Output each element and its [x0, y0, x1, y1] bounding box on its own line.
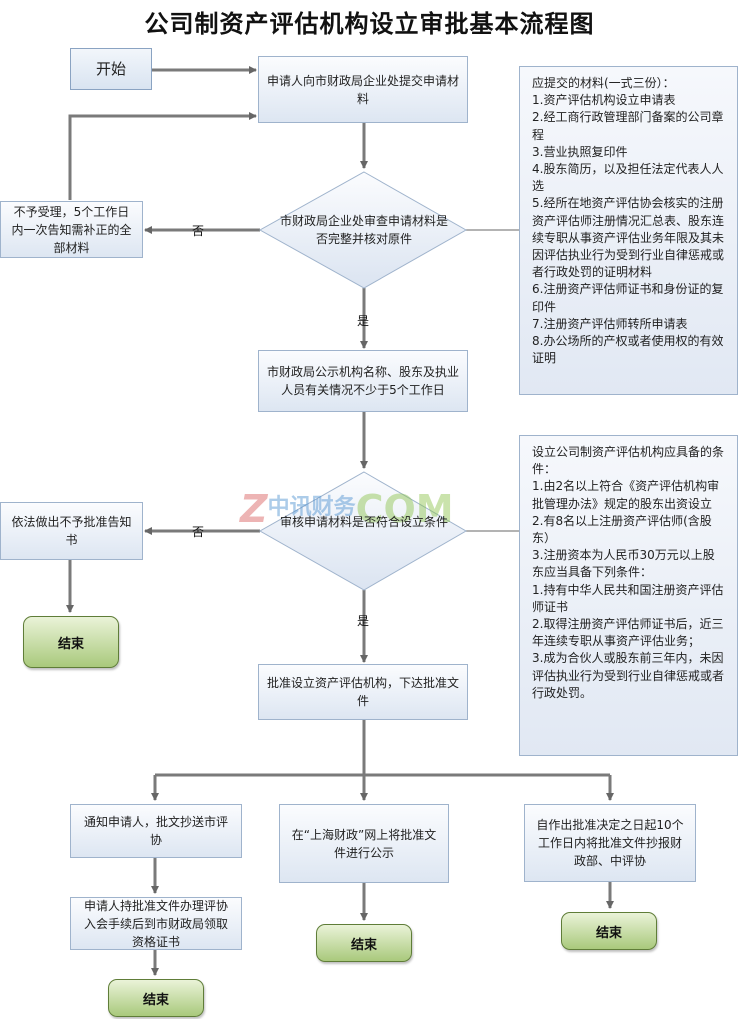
check-materials-label: 市财政局企业处审查申请材料是否完整并核对原件 [279, 214, 448, 246]
notify-label: 通知申请人，批文抄送市评协 [83, 815, 228, 847]
end-label-publish: 结束 [350, 937, 377, 953]
decision-diamond-conditions [258, 471, 467, 591]
watermark-brand: 中讯财务 [267, 495, 356, 520]
watermark-suffix: COM [355, 487, 454, 531]
edge-label-yes-1: 是 [357, 314, 370, 328]
page-title: 公司制资产评估机构设立审批基本流程图 [144, 10, 595, 38]
end-node-certificate: 结束 [108, 979, 204, 1017]
watermark-letter: Z [240, 487, 268, 531]
end-node-publish: 结束 [316, 924, 412, 962]
submit-application-label: 申请人向市财政局企业处提交申请材料 [267, 73, 460, 106]
publicize-node: 市财政局公示机构名称、股东及执业人员有关情况不少于5个工作日 [258, 350, 468, 412]
approve-node: 批准设立资产评估机构，下达批准文件 [258, 664, 468, 720]
edge-label-yes-2: 是 [357, 614, 370, 628]
conditions-note-line: 2.有8名以上注册资产评估师(含股东） [532, 513, 712, 546]
report-node: 自作出批准决定之日起10个工作日内将批准文件抄报财政部、中评协 [524, 804, 696, 882]
decision-diamond-materials [258, 171, 468, 289]
submit-application-node: 申请人向市财政局企业处提交申请材料 [258, 56, 468, 123]
materials-note-line: 应提交的材料(一式三份）： [532, 76, 675, 90]
reject-decision-label: 依法做出不予批准告知书 [11, 515, 132, 547]
materials-note-line: 5.经所在地资产评估协会核实的注册资产评估师注册情况汇总表、股东连续专职从事资产… [532, 196, 725, 280]
end-label-certificate: 结束 [142, 992, 169, 1008]
conditions-note-line: 1.由2名以上符合《资产评估机构审批管理办法》规定的股东出资设立 [532, 479, 720, 511]
start-label: 开始 [95, 60, 126, 78]
edge-reject-resubmit [68, 112, 257, 200]
publicize-label: 市财政局公示机构名称、股东及执业人员有关情况不少于5个工作日 [267, 365, 460, 397]
conditions-note: 设立公司制资产评估机构应具备的条件： 1.由2名以上符合《资产评估机构审批管理办… [519, 435, 738, 756]
report-label: 自作出批准决定之日起10个工作日内将批准文件抄报财政部、中评协 [536, 818, 684, 868]
materials-note-line: 3.营业执照复印件 [532, 144, 628, 159]
end-label-reject: 结束 [57, 636, 84, 652]
materials-note-line: 6.注册资产评估师证书和身份证的复印件 [532, 282, 724, 314]
watermark: Z中讯财务COM [240, 487, 454, 531]
edge-label-no-2: 否 [192, 525, 205, 539]
materials-note-line: 7.注册资产评估师转所申请表 [532, 316, 688, 331]
conditions-note-line: 3.注册资本为人民币30万元以上股东应当具备下列条件： [532, 548, 715, 580]
materials-note-line: 2.经工商行政管理部门备案的公司章程 [532, 110, 724, 142]
materials-note-line: 8.办公场所的产权或者使用权的有效证明 [532, 334, 724, 366]
end-node-reject: 结束 [23, 616, 119, 668]
conditions-note-line: 2.取得注册资产评估师证书后，近三年连续专职从事资产评估业务； [532, 617, 724, 649]
reject-decision-node: 依法做出不予批准告知书 [0, 502, 143, 560]
reject-incomplete-label: 不予受理，5个工作日内一次告知需补正的全部材料 [11, 204, 132, 255]
edge-label-no-1: 否 [192, 224, 205, 238]
review-conditions-label: 审核申请材料是否符合设立条件 [280, 515, 449, 529]
conditions-note-line: 3.成为合伙人或股东前三年内，未因评估执业行为受到行业自律惩戒或者行政处罚。 [532, 651, 725, 700]
certificate-node: 申请人持批准文件办理评协入会手续后到市财政局领取资格证书 [70, 897, 242, 950]
materials-note: 应提交的材料(一式三份）： 1.资产评估机构设立申请表 2.经工商行政管理部门备… [519, 66, 738, 395]
conditions-note-line: 1.持有中华人民共和国注册资产评估师证书 [532, 582, 724, 614]
approve-label: 批准设立资产评估机构，下达批准文件 [267, 676, 460, 708]
certificate-label: 申请人持批准文件办理评协入会手续后到市财政局领取资格证书 [83, 898, 228, 949]
publish-online-node: 在“上海财政”网上将批准文件进行公示 [279, 804, 449, 883]
conditions-note-line: 设立公司制资产评估机构应具备的条件： [532, 445, 725, 477]
end-label-report: 结束 [595, 925, 622, 941]
materials-note-line: 4.股东简历，以及担任法定代表人人选 [532, 162, 724, 194]
reject-incomplete-node: 不予受理，5个工作日内一次告知需补正的全部材料 [0, 201, 143, 258]
end-node-report: 结束 [561, 912, 657, 950]
start-node: 开始 [70, 48, 152, 90]
notify-node: 通知申请人，批文抄送市评协 [70, 804, 242, 858]
materials-note-line: 1.资产评估机构设立申请表 [532, 93, 676, 108]
publish-online-label: 在“上海财政”网上将批准文件进行公示 [291, 827, 437, 860]
